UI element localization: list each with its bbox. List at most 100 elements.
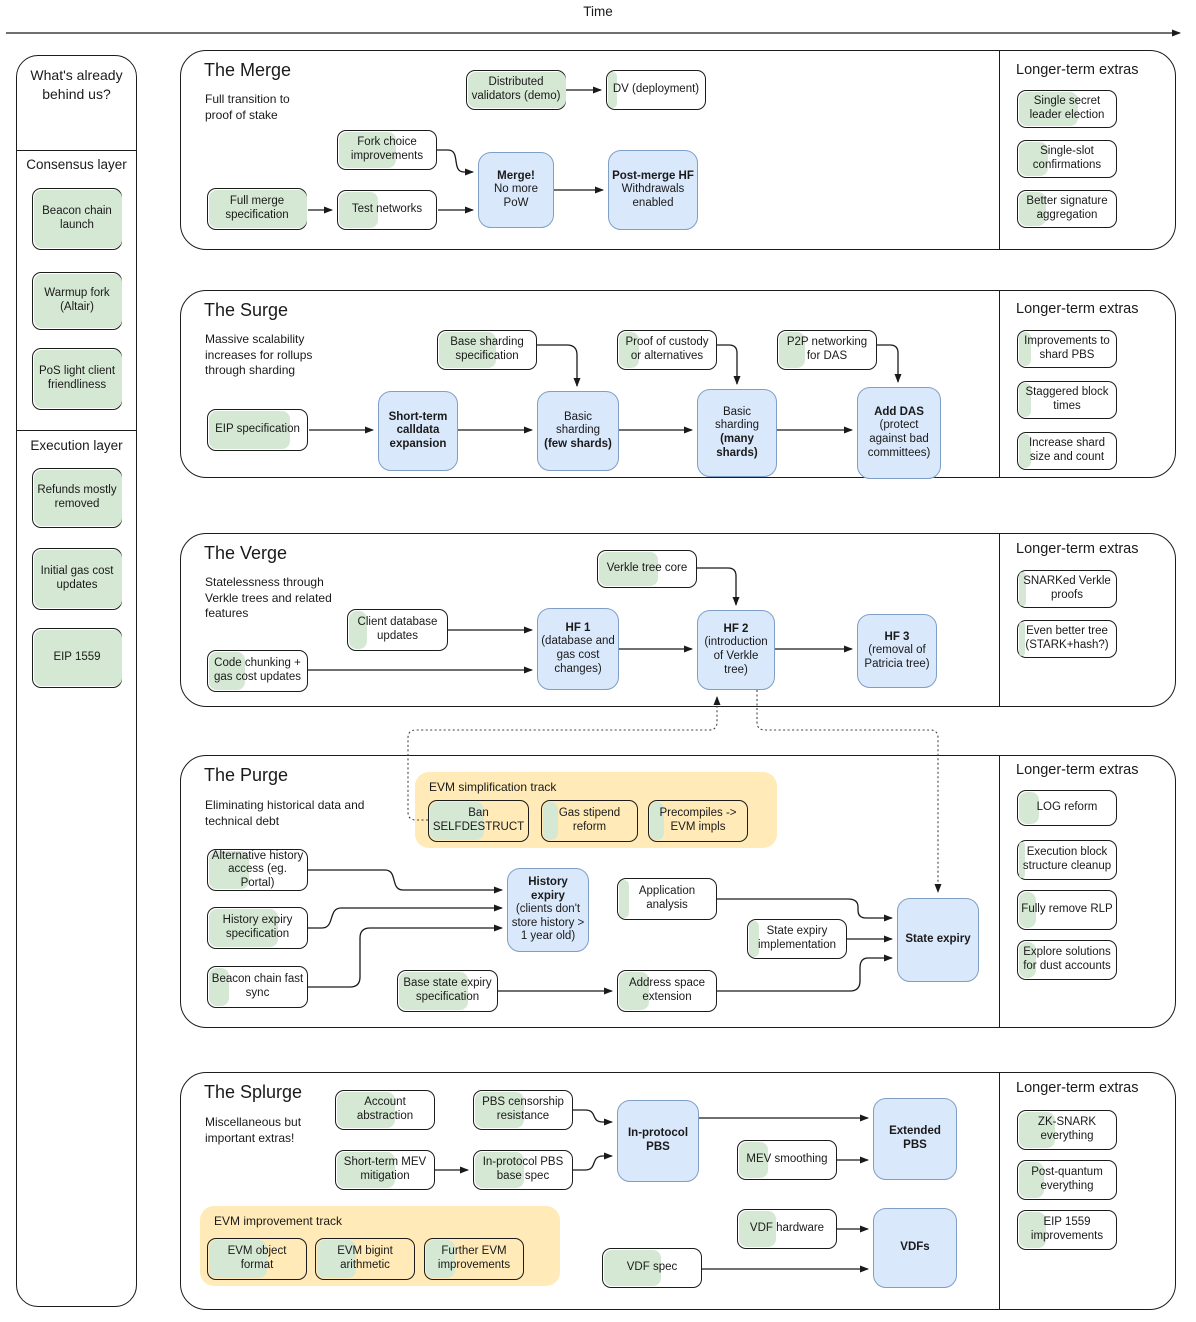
- progress-fill: [439, 332, 496, 368]
- progress-fill: [739, 1142, 769, 1178]
- extra-zk-snark-everything: ZK-SNARK everything: [1017, 1110, 1117, 1150]
- progress-fill: [475, 1092, 524, 1128]
- progress-fill: [34, 470, 122, 526]
- node-title: Post-merge HF: [612, 169, 694, 182]
- extra-snarked-verkle-proofs: SNARKed Verkle proofs: [1017, 570, 1117, 608]
- progress-fill: [209, 190, 307, 228]
- node-subtitle: No more PoW: [493, 183, 539, 209]
- node-label: Code chunking + gas cost updates: [214, 657, 301, 683]
- verge-extras-title: Longer-term extras: [1016, 541, 1139, 557]
- node-vdf-spec: VDF spec: [602, 1248, 702, 1288]
- progress-fill: [209, 411, 291, 449]
- consensus-layer-label: Consensus layer: [26, 157, 127, 172]
- progress-fill: [1019, 572, 1026, 606]
- extra-single-slot-confirmations: Single-slot confirmations: [1017, 140, 1117, 178]
- node-label: Improvements to shard PBS: [1024, 335, 1110, 361]
- node-ban-selfdestruct: Ban SELFDESTRUCT: [428, 800, 529, 842]
- node-subtitle: (database and gas cost changes): [541, 635, 615, 675]
- node-history-expiry: History expiry(clients don't store histo…: [507, 868, 589, 952]
- node-label: Refunds mostly removed: [37, 484, 117, 510]
- node-label: LOG reform: [1036, 801, 1098, 814]
- node-title: Merge!: [497, 169, 535, 182]
- node-label: Even better tree (STARK+hash?): [1025, 625, 1109, 651]
- node-label: Fork choice improvements: [350, 136, 424, 162]
- progress-fill: [1019, 622, 1025, 656]
- node-label: Execution block structure cleanup: [1022, 846, 1112, 872]
- divider: [999, 291, 1000, 477]
- node-label: Precompiles -> EVM impls: [659, 807, 737, 833]
- node-pbs-censorship-resistance: PBS censorship resistance: [473, 1090, 573, 1130]
- node-subtitle: (clients don't store history > 1 year ol…: [511, 903, 585, 943]
- node-label: Staggered block times: [1025, 386, 1109, 412]
- node-fork-choice-improvements: Fork choice improvements: [337, 130, 437, 170]
- node-hf3: HF 3(removal of Patricia tree): [857, 614, 937, 688]
- divider: [999, 756, 1000, 1027]
- node-label: P2P networking for DAS: [786, 336, 868, 362]
- progress-fill: [317, 1240, 357, 1278]
- node-address-space-extension: Address space extension: [617, 970, 717, 1012]
- node-subtitle: (many shards): [716, 433, 758, 459]
- progress-fill: [1019, 332, 1031, 366]
- node-vdf-hardware: VDF hardware: [737, 1209, 837, 1249]
- splurge-title: The Splurge: [204, 1082, 303, 1102]
- progress-fill: [779, 332, 806, 368]
- node-title: Extended PBS: [889, 1125, 941, 1151]
- node-in-protocol-pbs: In-protocol PBS: [617, 1100, 699, 1182]
- node-label: ZK-SNARK everything: [1037, 1116, 1097, 1142]
- node-label: Short-term MEV mitigation: [343, 1156, 427, 1182]
- node-label: Application analysis: [638, 885, 696, 911]
- node-title: Add DAS: [874, 405, 924, 418]
- node-label: Explore solutions for dust accounts: [1023, 946, 1111, 972]
- merge-title: The Merge: [204, 60, 292, 80]
- node-label: EVM object format: [227, 1245, 287, 1271]
- node-mev-smoothing: MEV smoothing: [737, 1140, 837, 1180]
- node-title: In-protocol PBS: [627, 1127, 689, 1153]
- node-label: Account abstraction: [356, 1096, 414, 1122]
- extra-single-secret-leader-election: Single secret leader election: [1017, 90, 1117, 128]
- progress-fill: [1019, 842, 1025, 878]
- node-label: EIP 1559: [53, 651, 101, 664]
- progress-fill: [1019, 192, 1047, 226]
- node-account-abstraction: Account abstraction: [335, 1090, 435, 1130]
- divider: [16, 150, 137, 151]
- node-label: In-protocol PBS base spec: [482, 1156, 564, 1182]
- node-title: State expiry: [905, 933, 971, 946]
- node-add-das: Add DAS(protect against bad committees): [857, 387, 941, 479]
- node-label: Beacon chain launch: [42, 205, 112, 231]
- splurge-description: Miscellaneous but important extras!: [205, 1115, 302, 1145]
- purge-title: The Purge: [204, 765, 289, 785]
- extra-log-reform: LOG reform: [1017, 790, 1117, 826]
- progress-fill: [34, 350, 122, 408]
- progress-fill: [34, 190, 122, 248]
- node-label: EIP specification: [215, 423, 300, 436]
- node-further-evm-improvements: Further EVM improvements: [424, 1238, 524, 1280]
- node-gas-stipend-reform: Gas stipend reform: [541, 800, 638, 842]
- node-label: Further EVM improvements: [437, 1245, 511, 1271]
- divider: [999, 51, 1000, 249]
- verge-description: Statelessness through Verkle trees and r…: [205, 575, 332, 621]
- progress-fill: [599, 552, 658, 586]
- node-evm-bigint-arithmetic: EVM bigint arithmetic: [315, 1238, 415, 1280]
- node-subtitle: (few shards): [544, 437, 612, 450]
- node-label: DV (deployment): [612, 83, 700, 96]
- node-label: Ban SELFDESTRUCT: [432, 807, 525, 833]
- node-dv-deployment: DV (deployment): [606, 70, 706, 110]
- progress-fill: [209, 1240, 267, 1278]
- extra-better-signature-aggregation: Better signature aggregation: [1017, 190, 1117, 228]
- node-label: Test networks: [351, 203, 423, 216]
- node-basic-sharding-many-shards: Basic sharding(many shards): [697, 389, 777, 477]
- surge-title: The Surge: [204, 300, 289, 320]
- node-label: Initial gas cost updates: [40, 565, 114, 591]
- progress-fill: [339, 192, 379, 228]
- node-short-term-mev-mitigation: Short-term MEV mitigation: [335, 1150, 435, 1190]
- progress-fill: [209, 851, 249, 889]
- node-eip-specification: EIP specification: [207, 409, 308, 451]
- progress-fill: [604, 1250, 661, 1286]
- node-label: Verkle tree core: [606, 562, 688, 575]
- node-evm-object-format: EVM object format: [207, 1238, 307, 1280]
- progress-fill: [209, 652, 245, 690]
- merge-extras-title: Longer-term extras: [1016, 62, 1139, 78]
- progress-fill: [1019, 383, 1031, 417]
- divider: [16, 430, 137, 431]
